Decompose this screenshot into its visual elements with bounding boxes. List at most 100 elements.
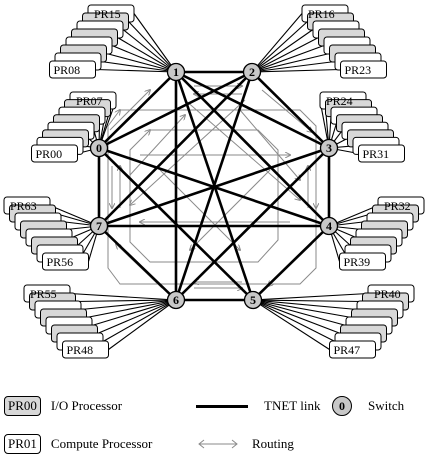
tnet-link: [98, 146, 330, 228]
processor-label-last: PR31: [363, 147, 390, 161]
processor-link: [251, 29, 314, 73]
switch-number: 1: [173, 65, 179, 79]
switch-swatch: 0: [332, 396, 352, 416]
processor-box: [329, 340, 376, 359]
processor-link: [69, 292, 177, 301]
processor-label-first: PR24: [326, 94, 353, 108]
routing-arrow-icon: [198, 439, 238, 449]
switch-number: 4: [326, 219, 332, 233]
tnet-link: [175, 70, 330, 150]
processor-link: [111, 44, 177, 73]
legend: PR00 I/O Processor TNET link 0 Switch PR…: [0, 385, 429, 457]
processor-link: [251, 21, 308, 73]
processor-link: [80, 299, 177, 311]
processor-box: [358, 144, 405, 163]
switch-node: [166, 290, 186, 310]
processor-link: [252, 299, 347, 327]
compute-processor-swatch: PR01: [4, 434, 41, 454]
processor-label-last: PR00: [36, 147, 63, 161]
legend-tnet-link: TNET link: [196, 395, 320, 417]
processor-link: [108, 299, 177, 350]
processor-link: [252, 299, 336, 342]
legend-io-processor: PR00 I/O Processor: [4, 395, 122, 417]
tnet-link-label: TNET link: [264, 398, 321, 413]
routing-label: Routing: [252, 436, 294, 451]
legend-routing: Routing: [196, 433, 294, 455]
processor-link: [252, 299, 341, 335]
processor-label-first: PR55: [30, 287, 57, 301]
switch-node: [242, 62, 262, 82]
processor-label-last: PR23: [345, 63, 372, 77]
tnet-link: [252, 225, 330, 301]
switch-node: [319, 216, 339, 236]
routing-path: [184, 99, 300, 200]
switch-number: 0: [96, 141, 102, 155]
tnet-link: [251, 71, 330, 149]
processor-box: [340, 60, 387, 79]
tnet-link: [98, 71, 177, 149]
processor-link: [102, 299, 177, 342]
compute-processor-label: Compute Processor: [50, 436, 153, 451]
tnet-links: [97, 70, 331, 302]
switch-node: [319, 138, 339, 158]
processor-label-first: PR16: [308, 7, 335, 21]
routing-path: [109, 90, 150, 131]
legend-switch: 0 Switch: [332, 395, 404, 417]
processor-link: [251, 68, 341, 73]
io-processor-label: I/O Processor: [50, 398, 123, 413]
processor-link: [100, 60, 177, 73]
routing-path: [190, 169, 271, 250]
processor-box: [31, 144, 78, 163]
processor-label-first: PR15: [94, 7, 121, 21]
switch-0: 0: [89, 138, 109, 158]
processor-link: [251, 37, 319, 73]
switch-4: 4: [319, 216, 339, 236]
routing-path: [129, 130, 279, 263]
tnet-link: [98, 71, 253, 227]
processor-link: [251, 60, 336, 73]
switch-number: 6: [173, 293, 179, 307]
switch-6: 6: [166, 290, 186, 310]
switch-node: [89, 138, 109, 158]
routing-path: [159, 169, 240, 250]
processor-box: [49, 60, 96, 79]
processor-link: [97, 299, 177, 335]
switch-3: 3: [319, 138, 339, 158]
processor-label-last: PR39: [344, 255, 371, 269]
processor-link: [117, 37, 177, 73]
switch-number: 7: [96, 219, 102, 233]
processor-label-last: PR56: [47, 255, 74, 269]
processor-link: [252, 299, 363, 303]
processor-link: [122, 29, 177, 73]
switch-2: 2: [242, 62, 262, 82]
processor-link: [133, 13, 177, 73]
switch-node: [89, 216, 109, 236]
processor-link: [128, 21, 177, 73]
processor-label-first: PR32: [384, 199, 411, 213]
processor-link: [106, 52, 177, 73]
routing-path: [130, 99, 246, 205]
processor-label-first: PR07: [76, 94, 103, 108]
switch-node: [166, 62, 186, 82]
processor-link: [251, 44, 325, 73]
processor-label-first: PR63: [10, 199, 37, 213]
switch-number: 5: [250, 293, 256, 307]
processor-box: [62, 340, 109, 359]
processor-link: [91, 299, 177, 327]
processor-label-first: PR40: [374, 287, 401, 301]
tnet-link: [98, 225, 177, 301]
processor-link: [86, 299, 177, 319]
processor-link: [251, 52, 330, 73]
processor-label-last: PR08: [54, 63, 81, 77]
processor-link: [252, 292, 369, 301]
routing-path: [261, 89, 312, 132]
processor-label-last: PR47: [334, 343, 361, 357]
switch-label: Switch: [368, 398, 405, 413]
